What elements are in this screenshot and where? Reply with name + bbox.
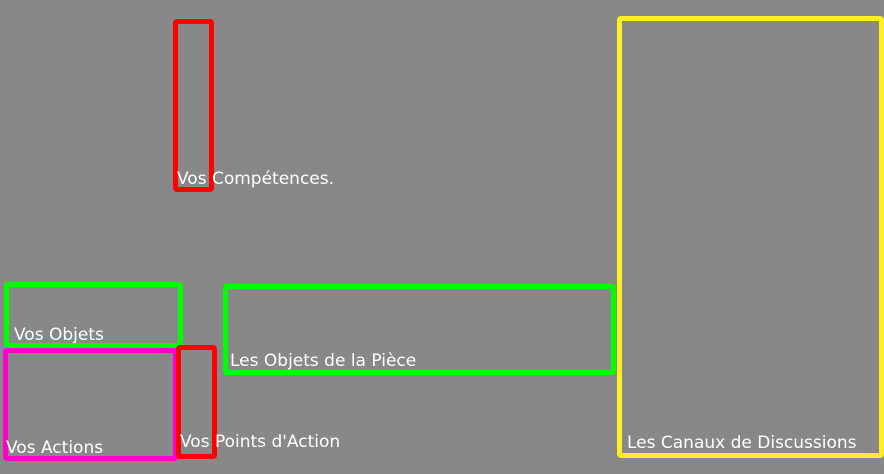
skills-region — [173, 19, 214, 192]
action-points-region — [176, 345, 217, 459]
actions-label: Vos Actions — [6, 438, 104, 458]
room-objects-region — [223, 284, 616, 375]
chat-channels-region — [617, 16, 884, 458]
objects-region — [4, 282, 183, 348]
objects-label: Vos Objets — [14, 325, 104, 345]
skills-label: Vos Compétences. — [177, 169, 335, 189]
action-points-label: Vos Points d'Action — [180, 432, 341, 452]
actions-region — [3, 348, 178, 461]
chat-channels-label: Les Canaux de Discussions — [627, 433, 857, 453]
room-objects-label: Les Objets de la Pièce — [230, 351, 417, 371]
